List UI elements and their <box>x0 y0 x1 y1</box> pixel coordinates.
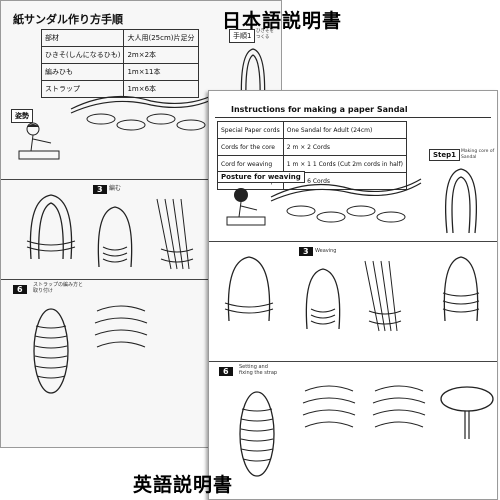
jp-posture-label: 姿勢 <box>11 109 33 123</box>
en-weaving-illustration-2 <box>364 260 402 332</box>
jp-title: 紙サンダル作り方手順 <box>13 13 123 26</box>
en-cage-illustration-2 <box>442 256 480 322</box>
en-step3-number: 3 <box>299 247 313 256</box>
japanese-manual-label: 日本語説明書 <box>222 10 343 32</box>
jp-table-header: 部材 <box>40 29 125 47</box>
en-step1-sub: Making core of Sandal <box>461 149 495 160</box>
english-manual-label: 英語説明書 <box>133 474 234 496</box>
en-step3-label: Weaving <box>315 248 337 254</box>
en-title: Instructions for making a paper Sandal <box>231 105 408 114</box>
jp-materials-table: 部材 大人用(25cm)片足分 ひきそ(しんになるひも) 2m×2本 編みひも … <box>40 29 199 98</box>
en-table-cell: 2 m × 2 Cords <box>282 138 408 156</box>
jp-step6-number: 6 <box>13 285 27 294</box>
en-cage-illustration <box>224 256 274 322</box>
jp-divider <box>1 179 281 180</box>
en-posture-label: Posture for weaving <box>217 171 305 183</box>
en-sole-illustration <box>239 391 275 477</box>
en-strap-illustration-2 <box>372 385 426 428</box>
en-cord-illustration <box>270 178 422 223</box>
en-finished-sandal-illustration <box>440 386 494 439</box>
jp-table-cell: ひきそ(しんになるひも) <box>40 46 125 64</box>
jp-step6-label: ストラップの編み方と取り付け <box>33 282 84 294</box>
jp-divider <box>1 279 281 280</box>
en-posture-illustration <box>226 188 266 226</box>
jp-cage-illustration <box>26 194 76 260</box>
jp-sole-illustration <box>33 308 69 394</box>
en-step1-illustration <box>444 168 478 234</box>
jp-table-cell: 1m×6本 <box>123 80 199 98</box>
jp-step1-label: 手順1 <box>229 29 256 43</box>
en-divider <box>209 361 497 362</box>
jp-cord-illustration <box>70 90 222 131</box>
jp-weaving-illustration-2 <box>156 198 194 270</box>
jp-step3-label: 編む <box>109 185 122 192</box>
jp-table-cell: 編みひも <box>40 63 125 81</box>
jp-table-header: 大人用(25cm)片足分 <box>123 29 199 47</box>
jp-posture-illustration <box>18 122 60 160</box>
jp-step3-number: 3 <box>93 185 107 194</box>
jp-table-cell: ストラップ <box>40 80 125 98</box>
en-table-cell: Cords for the core <box>217 138 284 156</box>
en-step6-label: Setting and fixing the strap <box>239 364 278 376</box>
en-step6-number: 6 <box>219 367 233 376</box>
jp-table-cell: 1m×11本 <box>123 63 199 81</box>
jp-step1-sub: ひきそをつくる <box>256 29 274 40</box>
english-manual-page: Instructions for making a paper Sandal S… <box>208 90 498 500</box>
en-weaving-illustration <box>305 268 341 330</box>
en-table-header: One Sandal for Adult (24cm) <box>282 121 408 139</box>
en-table-header: Special Paper cords <box>217 121 284 139</box>
en-title-underline <box>215 117 491 118</box>
en-strap-illustration <box>302 385 356 428</box>
en-divider <box>209 241 497 242</box>
en-step1-label: Step1 <box>429 149 461 161</box>
jp-weaving-illustration <box>97 206 133 268</box>
jp-strap-illustration <box>94 305 148 348</box>
jp-table-cell: 2m×2本 <box>123 46 199 64</box>
